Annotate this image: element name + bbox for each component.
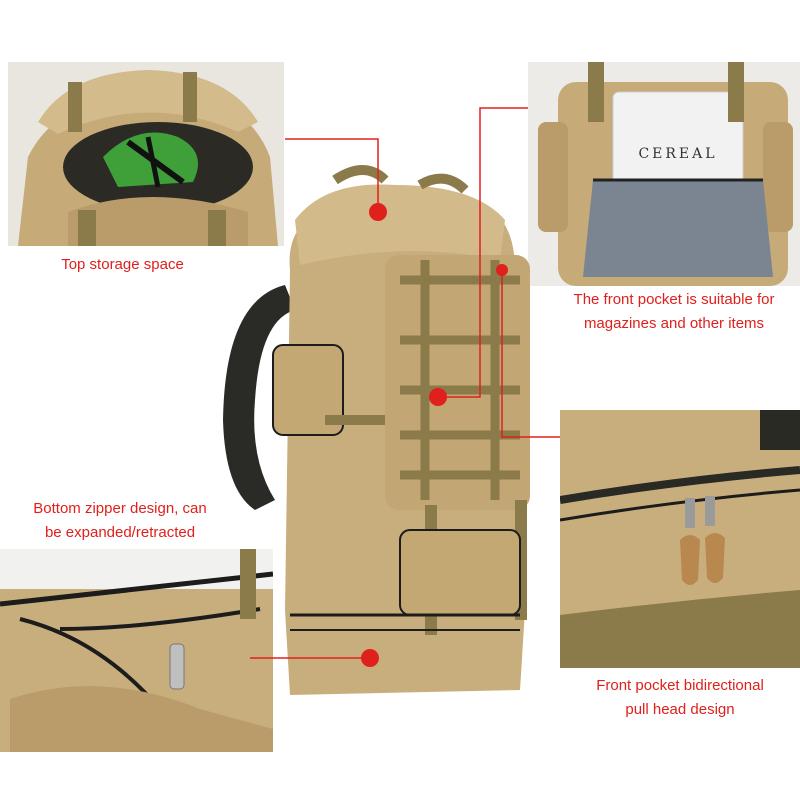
top-storage-text: Top storage space xyxy=(61,256,184,273)
front-pocket-text-1: The front pocket is suitable for xyxy=(573,291,775,308)
pull-head-text-1: Front pocket bidirectional xyxy=(596,677,764,694)
bottom-zipper-caption: Bottom zipper design, can be expanded/re… xyxy=(0,497,240,545)
pull-head-text-2: pull head design xyxy=(625,701,735,718)
bottom-zipper-text-1: Bottom zipper design, can xyxy=(33,500,207,517)
laptop-label: CEREAL xyxy=(638,146,717,162)
front-pocket-text-2: magazines and other items xyxy=(583,315,765,332)
pull-head-photo xyxy=(560,410,800,668)
top-storage-caption: Top storage space xyxy=(40,253,205,277)
top-storage-photo xyxy=(8,62,284,246)
bottom-zipper-photo xyxy=(0,549,273,752)
front-pocket-photo: CEREAL xyxy=(528,62,800,286)
bottom-zipper-text-2: be expanded/retracted xyxy=(44,524,196,541)
pull-head-caption: Front pocket bidirectional pull head des… xyxy=(560,674,800,722)
front-pocket-caption: The front pocket is suitable for magazin… xyxy=(552,288,796,336)
